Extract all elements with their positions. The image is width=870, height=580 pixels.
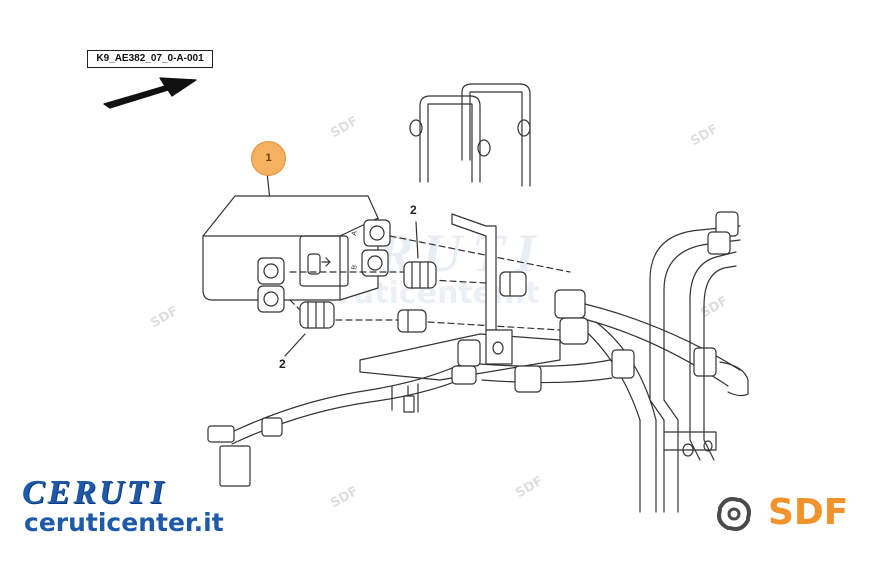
sdf-logo: SDF [768, 492, 849, 533]
callout-1-bubble[interactable]: 1 [251, 141, 286, 176]
callout-2-upper[interactable]: 2 [410, 203, 417, 217]
fitting-upper [403, 261, 437, 289]
assembly-lines [289, 235, 571, 331]
sdf-swirl-icon [717, 497, 751, 531]
rigid-pipes [649, 211, 749, 513]
reference-code: K9_AE382_07_0-A-001 [87, 50, 213, 68]
oil-cooler [202, 195, 391, 313]
callout-2-lower-leader [284, 333, 306, 357]
ceruti-url[interactable]: ceruticenter.it [24, 508, 224, 537]
ceruti-logo: CERUTI [22, 474, 167, 511]
u-bolt-left [409, 95, 491, 183]
cooler-mark-b: B [351, 264, 359, 270]
callout-2-upper-leader [415, 221, 419, 259]
u-bolt-right [461, 83, 531, 187]
hose-fitting-left [207, 417, 283, 487]
adapter-small [397, 271, 527, 333]
direction-arrow [103, 77, 197, 109]
hose-right-lower [451, 317, 657, 513]
callout-2-lower[interactable]: 2 [279, 357, 286, 371]
cooler-mark-a: A [351, 230, 359, 236]
fitting-lower [299, 301, 335, 329]
